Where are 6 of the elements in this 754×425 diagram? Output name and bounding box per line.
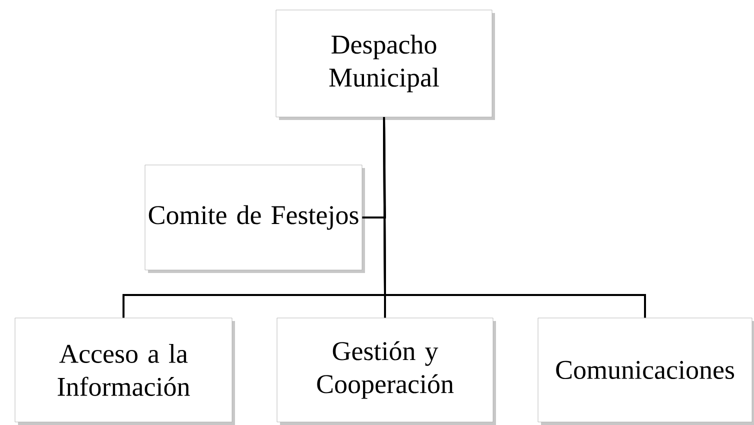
org-box: Acceso a la Información [14,318,235,425]
org-box: Despacho Municipal [276,10,495,120]
org-box: Gestión y Cooperación [276,318,496,425]
org-box: Comite de Festejos [144,164,365,273]
org-box: Comunicaciones [538,318,754,425]
connector-line [383,117,646,318]
